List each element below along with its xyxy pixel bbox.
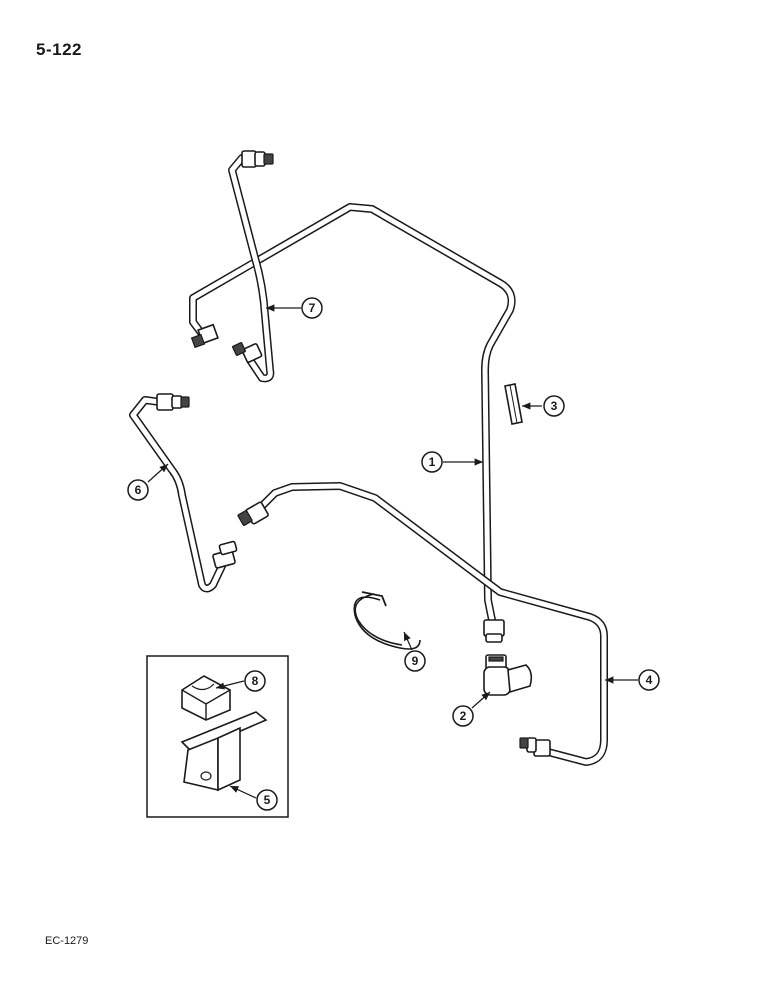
figure-code: EC-1279 <box>45 935 89 947</box>
tube-1-upper-fitting <box>190 323 219 349</box>
elbow-fitting-part-2 <box>483 654 533 696</box>
callout-6: 6 <box>127 479 149 501</box>
callout-6-label: 6 <box>135 483 142 497</box>
callout-4-label: 4 <box>646 673 653 687</box>
callout-3: 3 <box>543 395 565 417</box>
callout-5: 5 <box>256 789 278 811</box>
tube-4-right-fitting <box>519 737 551 757</box>
leader-8 <box>215 680 245 690</box>
leader-5 <box>229 785 257 799</box>
tube-6-upper-fitting <box>156 393 190 411</box>
callout-3-label: 3 <box>551 399 558 413</box>
sleeve-part-3 <box>504 383 523 425</box>
leader-9 <box>403 631 413 651</box>
bracket-part-5 <box>180 711 268 792</box>
callout-2-label: 2 <box>460 709 467 723</box>
callout-1: 1 <box>421 451 443 473</box>
tube-1 <box>189 203 516 643</box>
callout-9-label: 9 <box>412 654 419 668</box>
tube-7-lower-fitting <box>232 342 263 363</box>
tube-6-lower-fitting <box>212 540 238 569</box>
tube-4-left-fitting <box>237 501 269 526</box>
callout-2: 2 <box>452 705 474 727</box>
callout-8: 8 <box>244 670 266 692</box>
callout-1-label: 1 <box>429 455 436 469</box>
leader-6 <box>147 463 169 483</box>
callout-7-label: 7 <box>309 301 316 315</box>
leader-2 <box>471 691 491 709</box>
tube-7-upper-fitting <box>241 150 274 168</box>
tube-4 <box>237 482 608 766</box>
tube-7 <box>228 150 275 383</box>
clamp-band-part-9 <box>353 591 421 650</box>
callout-5-label: 5 <box>264 793 271 807</box>
rubber-block-part-8 <box>181 675 231 721</box>
tube-1-lower-fitting <box>483 619 505 643</box>
callout-7: 7 <box>301 297 323 319</box>
page-number: 5-122 <box>36 40 82 59</box>
callout-8-label: 8 <box>252 674 259 688</box>
callout-4: 4 <box>638 669 660 691</box>
tube-6 <box>129 393 238 593</box>
inset-box <box>146 655 289 818</box>
callout-9: 9 <box>404 650 426 672</box>
